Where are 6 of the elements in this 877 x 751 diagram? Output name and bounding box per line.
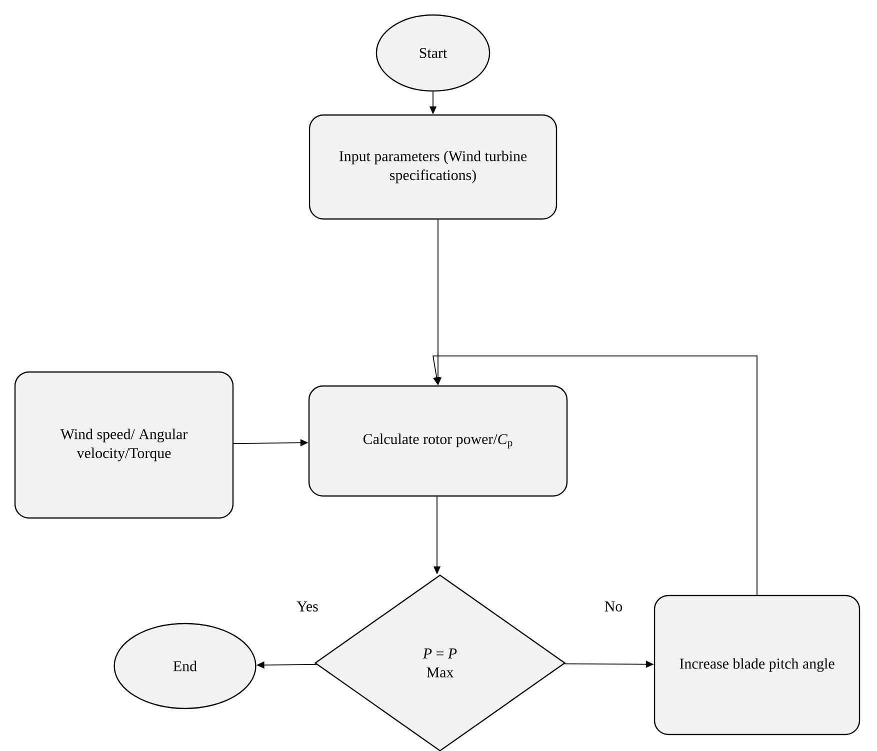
input-box: Wind speed/ Angular velocity/Torque (14, 371, 234, 519)
edge-label: No (604, 602, 622, 612)
process-box: Input parameters (Wind turbine specifications) (308, 114, 558, 220)
process-box: Calculate rotor power/C$_{p}$ (308, 385, 568, 497)
arrow (432, 356, 758, 596)
process-box: Increase blade pitch angle (654, 594, 860, 736)
